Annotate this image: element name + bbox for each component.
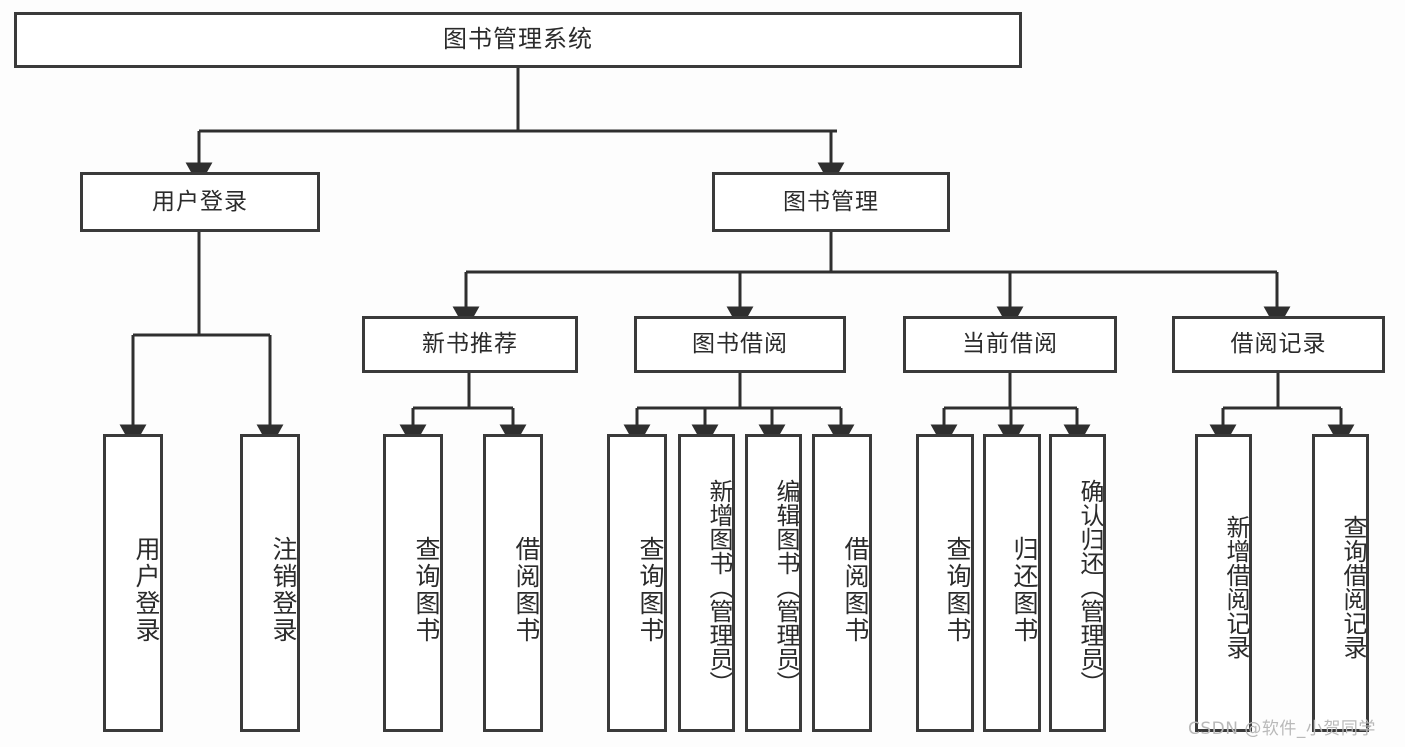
leaf-user-login-login-label: 用户登录 [132, 536, 161, 644]
node-new-book-recommend-label: 新书推荐 [422, 331, 518, 358]
leaf-current-return-book-label: 归还图书 [1010, 536, 1039, 644]
leaf-recommend-borrow-book-label: 借阅图书 [512, 536, 541, 644]
leaf-user-login-logout[interactable]: 注销登录 [240, 434, 300, 732]
node-book-management-label: 图书管理 [783, 188, 879, 215]
leaf-current-query-book[interactable]: 查询图书 [916, 434, 974, 732]
leaf-current-confirm-return-admin[interactable]: 确认归还（管理员） [1049, 434, 1106, 732]
node-borrow-record-label: 借阅记录 [1230, 331, 1327, 358]
node-book-borrow[interactable]: 图书借阅 [634, 316, 846, 373]
node-book-management[interactable]: 图书管理 [712, 172, 950, 232]
node-root-system-label: 图书管理系统 [443, 25, 593, 54]
node-borrow-record[interactable]: 借阅记录 [1172, 316, 1385, 373]
node-current-borrow-label: 当前借阅 [962, 331, 1058, 358]
leaf-borrow-borrow-book[interactable]: 借阅图书 [812, 434, 872, 732]
csdn-watermark: CSDN @软件_小贺同学 [1188, 719, 1376, 739]
leaf-current-query-book-label: 查询图书 [943, 536, 972, 644]
leaf-record-query-record[interactable]: 查询借阅记录 [1312, 434, 1369, 732]
leaf-borrow-edit-book-admin[interactable]: 编辑图书（管理员） [745, 434, 802, 732]
leaf-borrow-add-book-admin[interactable]: 新增图书（管理员） [678, 434, 735, 732]
leaf-recommend-query-book[interactable]: 查询图书 [383, 434, 443, 732]
leaf-recommend-query-book-label: 查询图书 [412, 536, 441, 644]
leaf-record-add-record-label: 新增借阅记录 [1222, 515, 1250, 659]
node-current-borrow[interactable]: 当前借阅 [903, 316, 1117, 373]
leaf-record-query-record-label: 查询借阅记录 [1339, 515, 1367, 659]
leaf-current-confirm-return-admin-label: 确认归还（管理员） [1076, 479, 1104, 695]
leaf-borrow-query-book[interactable]: 查询图书 [607, 434, 667, 732]
node-user-login-label: 用户登录 [152, 188, 248, 215]
leaf-borrow-edit-book-admin-label: 编辑图书（管理员） [772, 479, 800, 695]
leaf-record-add-record[interactable]: 新增借阅记录 [1195, 434, 1252, 732]
node-root-system[interactable]: 图书管理系统 [14, 12, 1022, 68]
leaf-user-login-login[interactable]: 用户登录 [103, 434, 163, 732]
node-new-book-recommend[interactable]: 新书推荐 [362, 316, 578, 373]
leaf-current-return-book[interactable]: 归还图书 [983, 434, 1041, 732]
leaf-recommend-borrow-book[interactable]: 借阅图书 [483, 434, 543, 732]
leaf-user-login-logout-label: 注销登录 [269, 536, 298, 644]
leaf-borrow-borrow-book-label: 借阅图书 [841, 536, 870, 644]
leaf-borrow-query-book-label: 查询图书 [636, 536, 665, 644]
leaf-borrow-add-book-admin-label: 新增图书（管理员） [705, 479, 733, 695]
node-book-borrow-label: 图书借阅 [692, 331, 788, 358]
node-user-login[interactable]: 用户登录 [80, 172, 320, 232]
